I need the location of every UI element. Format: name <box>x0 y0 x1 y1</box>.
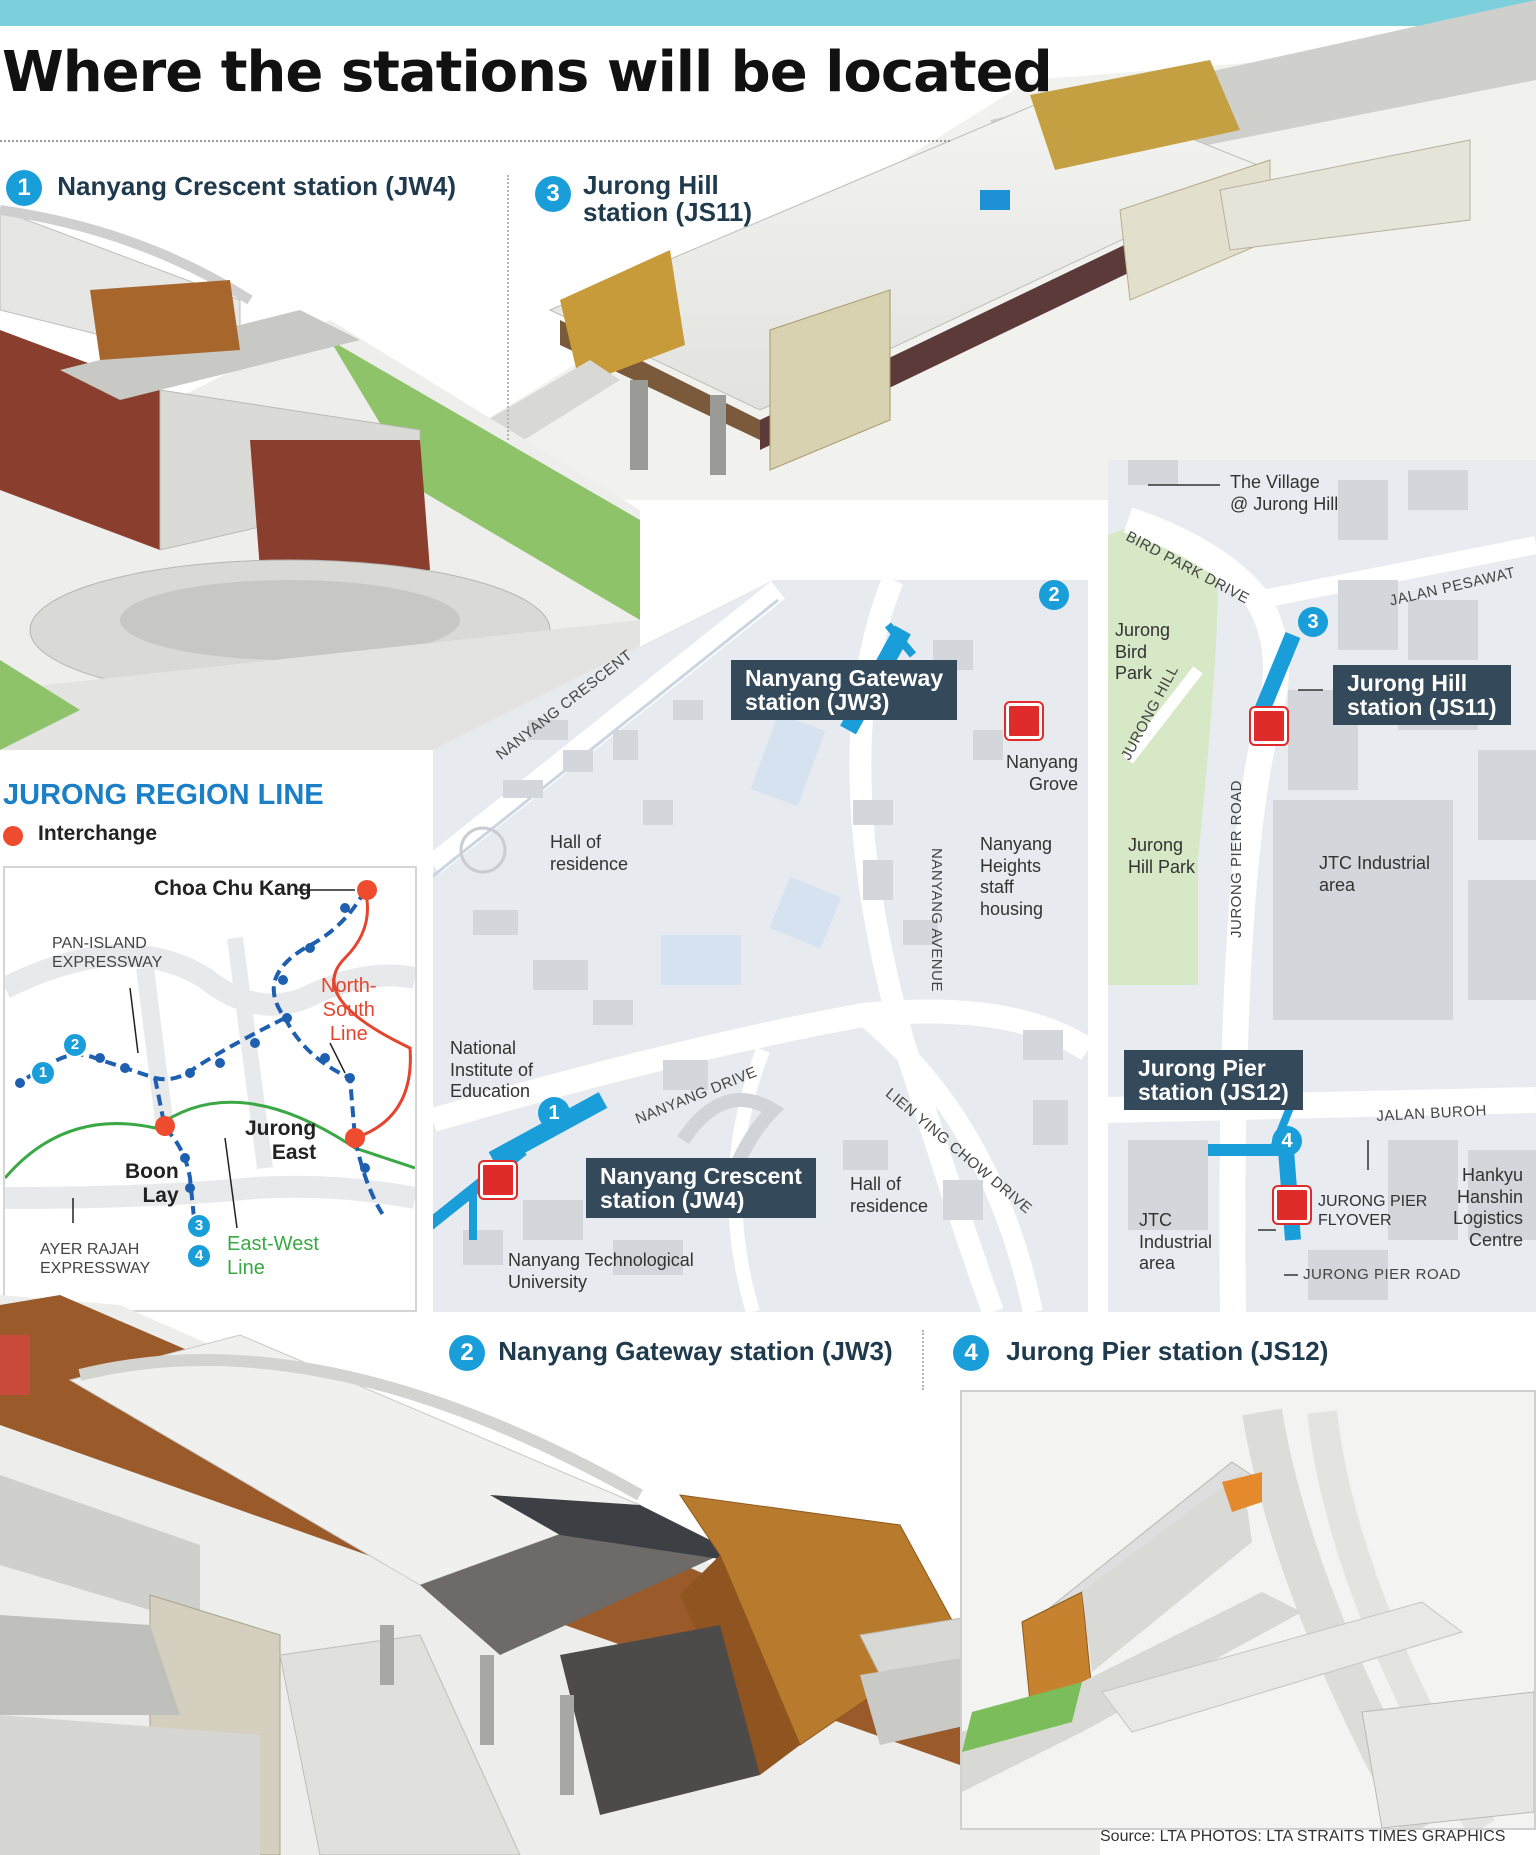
section-2-title: 2 Nanyang Gateway station (JW3) <box>449 1335 893 1371</box>
jurong-map: 3 4 The Village@ Jurong Hill BIRD PARK D… <box>1108 460 1536 1312</box>
section-4-label: Jurong Pier station (JS12) <box>1006 1336 1329 1366</box>
jrl-station-1-badge: 1 <box>30 1060 56 1086</box>
nanyang-crescent-station-illustration <box>0 205 640 750</box>
jurong-hill-station-photo <box>470 0 1536 500</box>
jrl-station-4-badge: 4 <box>186 1243 212 1269</box>
jw3-callout: Nanyang Gateway station (JW3) <box>731 660 958 721</box>
js11-callout-line2: station (JS11) <box>1347 694 1497 721</box>
station-number-badge: 1 <box>6 170 42 206</box>
js11-number-badge: 3 <box>1298 607 1328 637</box>
section-4-title: 4 Jurong Pier station (JS12) <box>953 1335 1328 1371</box>
section-divider <box>507 175 509 440</box>
section-2-label: Nanyang Gateway station (JW3) <box>498 1336 893 1366</box>
jrl-station-3-badge: 3 <box>186 1213 212 1239</box>
choa-chu-kang-label: Choa Chu Kang <box>154 877 312 900</box>
road-jurong-pier-vertical: JURONG PIER ROAD <box>1228 779 1245 938</box>
nanyang-gateway-station-photo <box>0 1295 1100 1855</box>
station-number-badge: 3 <box>535 176 571 212</box>
jw3-number-badge: 2 <box>1039 580 1069 610</box>
headline-divider <box>0 140 950 142</box>
jrl-title: JURONG REGION LINE <box>3 779 324 811</box>
jw3-callout-line2: station (JW3) <box>745 689 890 716</box>
interchange-legend-label: Interchange <box>38 822 158 845</box>
nanyang-crescent-station-photo <box>0 190 640 750</box>
jw4-callout-line1: Nanyang Crescent <box>600 1163 802 1189</box>
jw4-number-badge: 1 <box>538 1097 570 1129</box>
js12-station-marker <box>1274 1187 1310 1223</box>
the-village-label: The Village@ Jurong Hill <box>1230 472 1339 514</box>
js11-callout: Jurong Hill station (JS11) <box>1333 665 1511 726</box>
nanyang-gateway-station-illustration <box>0 1295 1100 1855</box>
js12-callout-line2: station (JS12) <box>1138 1079 1289 1106</box>
jw4-callout-line2: station (JW4) <box>600 1187 745 1214</box>
road-jurong-pier-horizontal: JURONG PIER ROAD <box>1303 1266 1462 1283</box>
station-number-badge: 2 <box>449 1335 485 1371</box>
jrl-station-2-badge: 2 <box>62 1032 88 1058</box>
nanyang-map: 2 1 Nanyang Gateway station (JW3) Nanyan… <box>433 580 1088 1312</box>
source-credit: Source: LTA PHOTOS: LTA STRAITS TIMES GR… <box>1100 1828 1506 1845</box>
js11-callout-line1: Jurong Hill <box>1347 670 1468 696</box>
headline: Where the stations will be located <box>2 40 1053 105</box>
jw4-station-marker <box>480 1162 516 1198</box>
jw3-station-marker <box>1006 703 1042 739</box>
js12-callout: Jurong Pier station (JS12) <box>1124 1050 1303 1111</box>
jurong-pier-station-illustration <box>962 1392 1534 1828</box>
js11-station-marker <box>1251 708 1287 744</box>
js12-number-badge: 4 <box>1272 1126 1302 1156</box>
road-nanyang-avenue: NANYANG AVENUE <box>928 848 945 992</box>
section-3-label-line1: Jurong Hill <box>583 170 719 200</box>
jurong-hill-station-illustration <box>470 0 1536 500</box>
section-divider-2 <box>922 1330 924 1390</box>
section-1-title: 1 Nanyang Crescent station (JW4) <box>6 170 456 206</box>
top-accent-bar <box>0 0 1536 26</box>
section-1-label: Nanyang Crescent station (JW4) <box>57 171 456 201</box>
interchange-legend-dot <box>3 826 23 846</box>
jw4-callout: Nanyang Crescent station (JW4) <box>586 1158 816 1219</box>
station-number-badge: 4 <box>953 1335 989 1371</box>
jurong-pier-station-photo <box>960 1390 1536 1830</box>
section-3-label-line2: station (JS11) <box>583 197 753 228</box>
section-3-title: Jurong Hill station (JS11) <box>583 170 753 228</box>
js12-callout-line1: Jurong Pier <box>1138 1055 1266 1081</box>
jw3-callout-line1: Nanyang Gateway <box>745 665 944 691</box>
